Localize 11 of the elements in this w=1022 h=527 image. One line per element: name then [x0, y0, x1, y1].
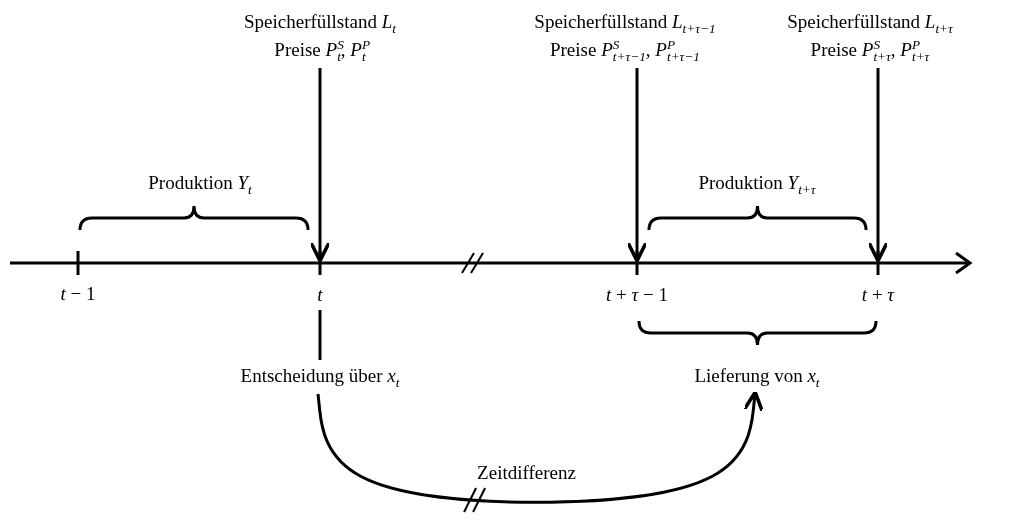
annotation-text: t + τ	[861, 284, 895, 306]
annotation-text: t	[317, 284, 323, 306]
bracket-label: Produktion Y$_{t+τ}$	[698, 172, 816, 194]
annotation-text: Entscheidung über x$_{t}$	[240, 364, 400, 390]
annotation-text: Speicherfüllstand L$_{t+τ}$	[787, 10, 953, 36]
annotation-text: t + τ − 1	[606, 284, 668, 306]
annotation-text: Speicherfüllstand L$_{t+τ−1}$	[534, 10, 716, 36]
annotation-text: Lieferung von x$_{t}$	[694, 364, 820, 390]
annotation-text: Speicherfüllstand L$_{t}$	[244, 10, 396, 36]
bracket-label: Produktion Y$_{t}$	[148, 172, 252, 194]
tick-label: t − 1	[60, 283, 96, 305]
